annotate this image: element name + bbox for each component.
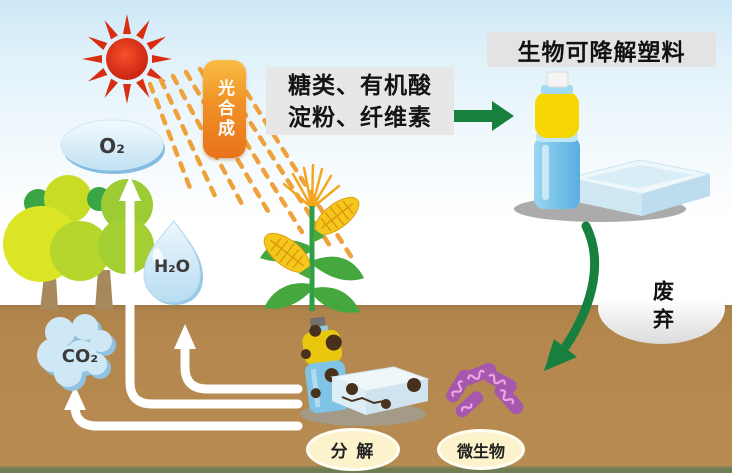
h2o-drop-icon [143,220,203,305]
o2-label: O₂ [99,134,125,158]
product-arrow-icon [454,101,514,131]
o2-arrow-icon [119,176,303,409]
o2-bubble-icon [60,119,165,174]
products-line-1: 糖类、有机酸 [288,72,432,98]
plastic-bottle-icon [534,71,580,209]
co2-arrow-icon [64,386,303,431]
h2o-arrow-icon [174,324,303,394]
trees-icon [3,175,154,310]
microbes-icon [446,362,524,418]
products-box: 糖类、有机酸 淀粉、纤维素 [266,67,454,135]
page-title: 生物可降解塑料 [487,32,716,67]
co2-label: CO₂ [61,345,99,367]
waste-ellipse: 废弃 [598,272,725,344]
degraded-plastic-icon [300,316,430,426]
degraded-tray-icon [330,366,430,415]
plastic-tray-icon [567,159,711,216]
degraded-bottle-icon [300,316,350,414]
corn-plant-icon [260,163,364,313]
h2o-label: H₂O [153,257,191,277]
photosynthesis-badge: 光合成 [203,60,246,158]
products-line-2: 淀粉、纤维素 [288,104,432,130]
decompose-ellipse: 分 解 [306,428,400,471]
photosynthesis-label: 光合成 [215,79,234,139]
plastic-products-group [514,71,711,222]
sun-icon [82,14,172,104]
waste-label: 废弃 [650,280,674,336]
microbes-ellipse: 微生物 [437,429,525,470]
co2-cloud-icon [37,314,116,391]
waste-arrow-icon [544,221,600,371]
